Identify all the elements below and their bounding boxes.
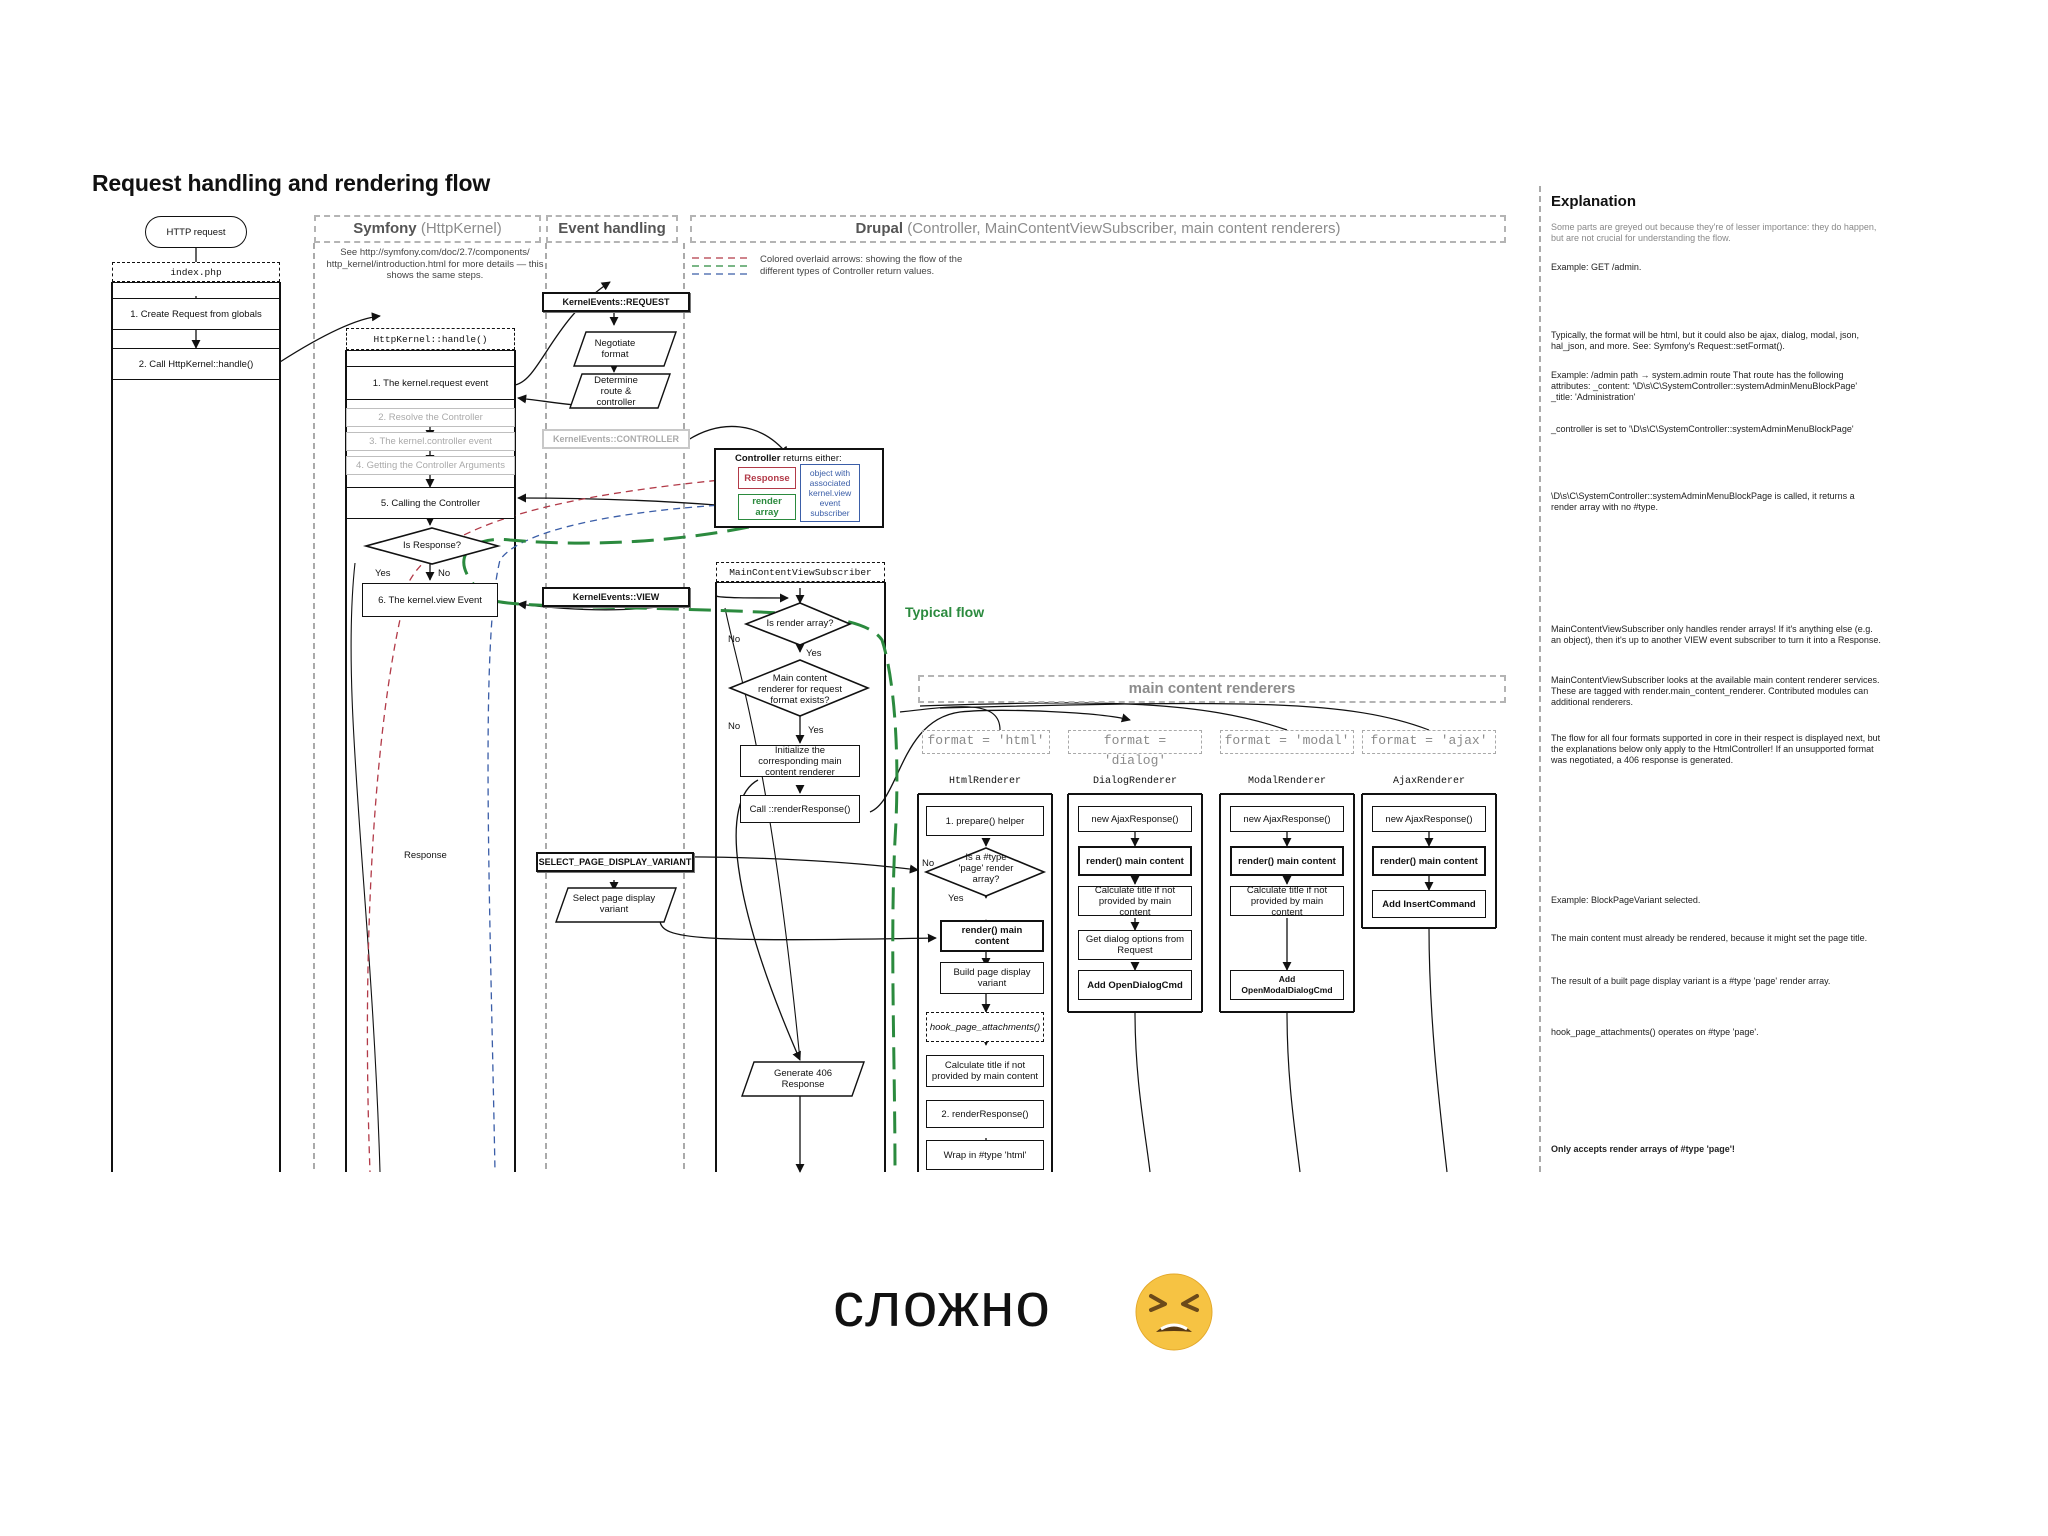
- expl-greyed: Some parts are greyed out because they'r…: [1551, 222, 1877, 243]
- html-wrap: Wrap in #type 'html': [926, 1140, 1044, 1170]
- lane-symfony-label: Symfony: [353, 220, 417, 237]
- persevering-face-icon: [1134, 1272, 1214, 1352]
- lane-drupal-suffix: (Controller, MainContentViewSubscriber, …: [903, 220, 1341, 237]
- format-dialog: format = 'dialog': [1068, 730, 1202, 768]
- format-html: format = 'html': [922, 730, 1050, 754]
- expl-format: Typically, the format will be html, but …: [1551, 330, 1859, 351]
- controller-returns-label: Controller returns either:: [735, 453, 842, 464]
- ajax-render-main: render() main content: [1372, 846, 1486, 876]
- expl-route: Example: /admin path → system.admin rout…: [1551, 370, 1858, 402]
- renderer-exists-yes: Yes: [808, 725, 824, 736]
- dialog-calc-title: Calculate title if not provided by main …: [1078, 885, 1192, 918]
- html-render-main: render() main content: [940, 920, 1044, 952]
- html-is-page-yes: Yes: [948, 893, 964, 904]
- renderer-exists-label: Main content renderer for request format…: [758, 673, 842, 706]
- event-select-page-display-variant: SELECT_PAGE_DISPLAY_VARIANT: [536, 852, 694, 872]
- return-response: Response: [738, 467, 796, 489]
- kernel-step-controller-event: 3. The kernel.controller event: [346, 432, 515, 451]
- lane-events-label: Event handling: [558, 220, 666, 237]
- expl-variant: Example: BlockPageVariant selected.: [1551, 895, 1701, 905]
- index-php-header: index.php: [112, 262, 280, 282]
- lane-drupal: Drupal (Controller, MainContentViewSubsc…: [690, 215, 1506, 243]
- modal-calc-title: Calculate title if not provided by main …: [1230, 885, 1344, 918]
- dialog-options: Get dialog options from Request: [1078, 930, 1192, 960]
- html-render-response: 2. renderResponse(): [926, 1100, 1044, 1128]
- step-create-request: 1. Create Request from globals: [112, 298, 280, 330]
- mcvs-header: MainContentViewSubscriber: [716, 562, 885, 582]
- expl-only-accepts: Only accepts render arrays of #type 'pag…: [1551, 1144, 1735, 1154]
- response-path-label: Response: [404, 850, 447, 861]
- ajax-renderer-header: AjaxRenderer: [1392, 776, 1465, 787]
- expl-controller-set: _controller is set to '\D\s\C\SystemCont…: [1551, 424, 1854, 434]
- ajax-new-ajax: new AjaxResponse(): [1372, 806, 1486, 832]
- call-render-response: Call ::renderResponse(): [740, 795, 860, 823]
- is-render-array-label: Is render array?: [766, 618, 834, 629]
- diagram-title: Request handling and rendering flow: [92, 170, 491, 196]
- dialog-render-main: render() main content: [1078, 846, 1192, 876]
- html-prepare: 1. prepare() helper: [926, 806, 1044, 836]
- is-render-array-yes: Yes: [806, 648, 822, 659]
- main-content-renderers-header: main content renderers: [918, 675, 1506, 703]
- typical-flow-label: Typical flow: [905, 604, 985, 620]
- expl-must-rendered: The main content must already be rendere…: [1551, 933, 1868, 943]
- generate-406-label: Generate 406 Response: [773, 1068, 833, 1090]
- expl-flow-all: The flow for all four formats supported …: [1551, 733, 1881, 765]
- html-hook-page-attachments: hook_page_attachments(): [926, 1012, 1044, 1042]
- slide-caption: сложно: [833, 1271, 1051, 1340]
- expl-mcvs-looks: MainContentViewSubscriber looks at the a…: [1551, 675, 1880, 707]
- determine-route-label: Determine route & controller: [594, 375, 638, 408]
- expl-mcvs-only: MainContentViewSubscriber only handles r…: [1551, 624, 1881, 645]
- modal-render-main: render() main content: [1230, 846, 1344, 876]
- negotiate-format-label: Negotiate format: [594, 338, 636, 360]
- dialog-renderer-header: DialogRenderer: [1092, 776, 1177, 787]
- html-renderer-header: HtmlRenderer: [948, 776, 1021, 787]
- dialog-open-cmd: Add OpenDialogCmd: [1078, 970, 1192, 1000]
- is-response-label: Is Response?: [402, 540, 462, 551]
- modal-new-ajax: new AjaxResponse(): [1230, 806, 1344, 832]
- controller-returns-bold: Controller: [735, 453, 781, 464]
- is-response-yes: Yes: [375, 568, 391, 579]
- html-calc-title: Calculate title if not provided by main …: [926, 1055, 1044, 1087]
- lane-symfony: Symfony (HttpKernel): [314, 215, 541, 243]
- lane-drupal-label: Drupal: [855, 220, 904, 237]
- kernel-step-call-controller: 5. Calling the Controller: [346, 487, 515, 519]
- is-response-no: No: [438, 568, 451, 579]
- lane-events: Event handling: [546, 215, 678, 243]
- expl-built-variant: The result of a built page display varia…: [1551, 976, 1831, 986]
- expl-called: \D\s\C\SystemController::systemAdminMenu…: [1551, 491, 1855, 512]
- expl-example: Example: GET /admin.: [1551, 262, 1642, 272]
- explanation-title: Explanation: [1551, 193, 1637, 210]
- controller-returns-rest: returns either:: [780, 453, 842, 464]
- httpkernel-header: HttpKernel::handle(): [346, 328, 515, 350]
- kernel-step-controller-args: 4. Getting the Controller Arguments: [346, 456, 515, 475]
- renderer-exists-no: No: [728, 721, 741, 732]
- kernel-step-view-event: 6. The kernel.view Event: [362, 583, 498, 617]
- modal-renderer-header: ModalRenderer: [1247, 776, 1326, 787]
- http-request-node: HTTP request: [145, 216, 247, 248]
- legend-note: Colored overlaid arrows: showing the flo…: [760, 254, 963, 277]
- modal-open-cmd: Add OpenModalDialogCmd: [1230, 970, 1344, 1000]
- is-render-array-no: No: [728, 634, 741, 645]
- expl-hook: hook_page_attachments() operates on #typ…: [1551, 1027, 1759, 1037]
- html-build-variant: Build page display variant: [940, 962, 1044, 994]
- return-object: object with associated kernel.view event…: [800, 464, 860, 522]
- event-kernel-controller: KernelEvents::CONTROLLER: [542, 429, 690, 449]
- html-is-page-no: No: [922, 858, 935, 869]
- lane-symfony-suffix: (HttpKernel): [416, 220, 502, 237]
- html-is-page-label: Is a #type 'page' render array?: [958, 852, 1014, 885]
- kernel-step-resolve-controller: 2. Resolve the Controller: [346, 408, 515, 427]
- symfony-note: See http://symfony.com/doc/2.7/component…: [326, 247, 544, 281]
- init-renderer: Initialize the corresponding main conten…: [740, 745, 860, 778]
- event-kernel-request: KernelEvents::REQUEST: [542, 292, 690, 312]
- return-render-array: render array: [738, 494, 796, 520]
- select-variant-label: Select page display variant: [572, 893, 656, 915]
- format-ajax: format = 'ajax': [1362, 730, 1496, 754]
- format-modal: format = 'modal': [1220, 730, 1354, 754]
- step-call-handle: 2. Call HttpKernel::handle(): [112, 348, 280, 380]
- event-kernel-view: KernelEvents::VIEW: [542, 587, 690, 607]
- dialog-new-ajax: new AjaxResponse(): [1078, 806, 1192, 832]
- kernel-step-request-event: 1. The kernel.request event: [346, 366, 515, 400]
- ajax-insert-cmd: Add InsertCommand: [1372, 890, 1486, 918]
